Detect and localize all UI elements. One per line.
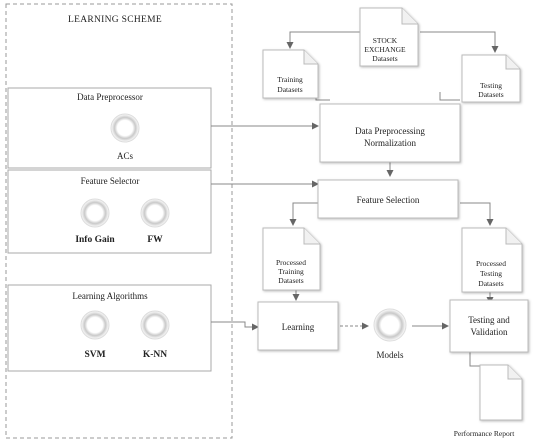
data-preprocessing-label: Data Preprocessing [355, 126, 425, 136]
processed-training-datasets-doc [262, 227, 321, 291]
processed-training-line3: Datasets [278, 276, 303, 285]
normalization-label: Normalization [364, 138, 416, 148]
data-preprocessor-box: Data Preprocessor ACs [7, 87, 212, 169]
models-label: Models [377, 350, 404, 360]
training-label-line2: Datasets [277, 85, 302, 94]
learning-box [257, 301, 339, 351]
knn-label: K-NN [143, 350, 167, 360]
learning-algorithms-title: Learning Algorithms [72, 291, 148, 301]
svm-node-icon [80, 310, 110, 340]
acs-node-icon [110, 113, 140, 143]
info-gain-label: Info Gain [75, 235, 115, 245]
svm-label: SVM [84, 350, 105, 360]
learning-algorithms-box: Learning Algorithms SVM K-NN [7, 284, 212, 372]
processed-testing-line2: Testing [480, 269, 502, 278]
data-preprocessing-box [319, 103, 461, 163]
performance-report-doc [479, 364, 523, 421]
learning-scheme-title: LEARNING SCHEME [68, 15, 162, 25]
fw-label: FW [147, 235, 163, 245]
training-datasets-doc [262, 49, 319, 99]
processed-testing-line3: Datasets [478, 279, 503, 288]
acs-label: ACs [117, 151, 134, 161]
processed-training-line1: Processed [276, 258, 306, 267]
feature-selection-label: Feature Selection [357, 195, 420, 205]
testing-validation-box [449, 299, 529, 353]
testing-label-line1: Testing [480, 81, 502, 90]
flow-connectors [286, 31, 499, 367]
processed-training-line2: Training [278, 267, 304, 276]
knn-node-icon [140, 310, 170, 340]
info-gain-node-icon [80, 198, 110, 228]
performance-report-label: Performance Report [454, 429, 516, 438]
learning-label: Learning [282, 322, 315, 332]
feature-selector-box: Feature Selector Info Gain FW [7, 169, 212, 254]
stock-exchange-datasets-doc [359, 7, 419, 67]
stock-label-line1: STOCK [373, 36, 398, 45]
feature-selection-box [317, 179, 459, 219]
scheme-connectors [211, 122, 319, 331]
testing-and-label: Testing and [468, 315, 510, 325]
data-preprocessor-title: Data Preprocessor [77, 92, 143, 102]
processed-testing-line1: Processed [476, 259, 506, 268]
validation-label: Validation [471, 327, 508, 337]
stock-label-line3: Datasets [372, 54, 397, 63]
models-node-icon [373, 308, 407, 342]
fw-node-icon [140, 198, 170, 228]
processed-testing-datasets-doc [461, 227, 523, 293]
feature-selector-title: Feature Selector [81, 176, 140, 186]
testing-datasets-doc [461, 54, 521, 103]
training-label-line1: Training [277, 75, 303, 84]
learning-scheme-panel: LEARNING SCHEME Data Preprocessor ACs Fe… [5, 3, 233, 439]
stock-label-line2: EXCHANGE [364, 45, 406, 54]
testing-label-line2: Datasets [478, 90, 503, 99]
